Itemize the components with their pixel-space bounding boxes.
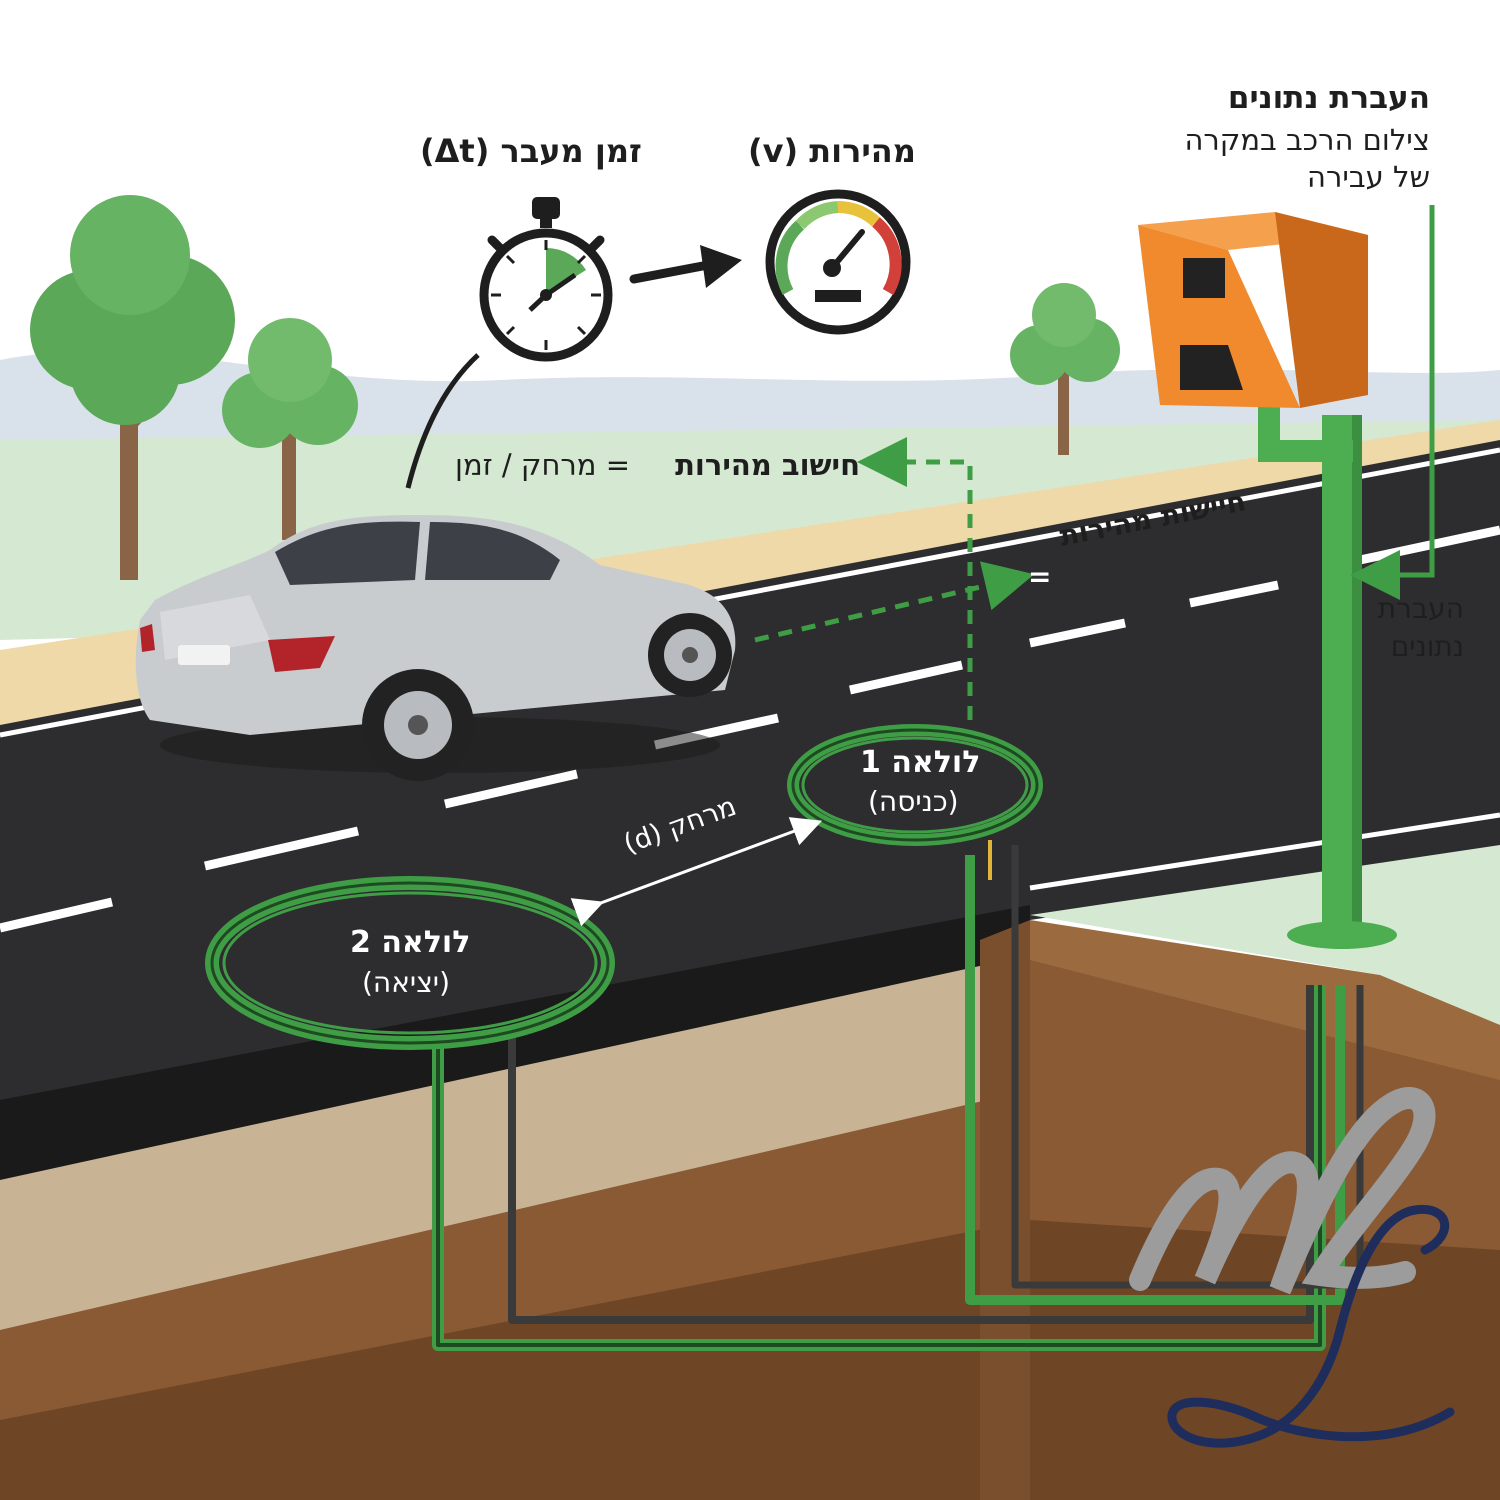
formula-expression: = מרחק / זמן (455, 448, 630, 482)
data-transfer-desc-line1: צילום הרכב במקרה (1184, 123, 1430, 157)
data-transfer-side-line1: העברת (1378, 592, 1464, 625)
speedometer-icon (770, 194, 906, 330)
loop1-subtitle: (כניסה) (868, 785, 959, 818)
loop1-title: לולאה 1 (860, 745, 980, 780)
data-transfer-desc-line2: של עבירה (1307, 160, 1430, 194)
speed-camera-icon (1138, 212, 1368, 408)
transit-time-label: זמן מעבר (Δt) (420, 132, 642, 170)
sensing-equals: = (1028, 560, 1051, 593)
data-transfer-side-line2: נתונים (1391, 630, 1464, 663)
cut-face (980, 920, 1030, 1500)
formula-title: חישוב מהירות (675, 448, 860, 482)
loop2-subtitle: (יציאה) (362, 966, 450, 999)
speed-label: מהירות (v) (748, 132, 916, 170)
data-transfer-title: העברת נתונים (1228, 80, 1430, 116)
loop2-title: לולאה 2 (350, 925, 470, 960)
